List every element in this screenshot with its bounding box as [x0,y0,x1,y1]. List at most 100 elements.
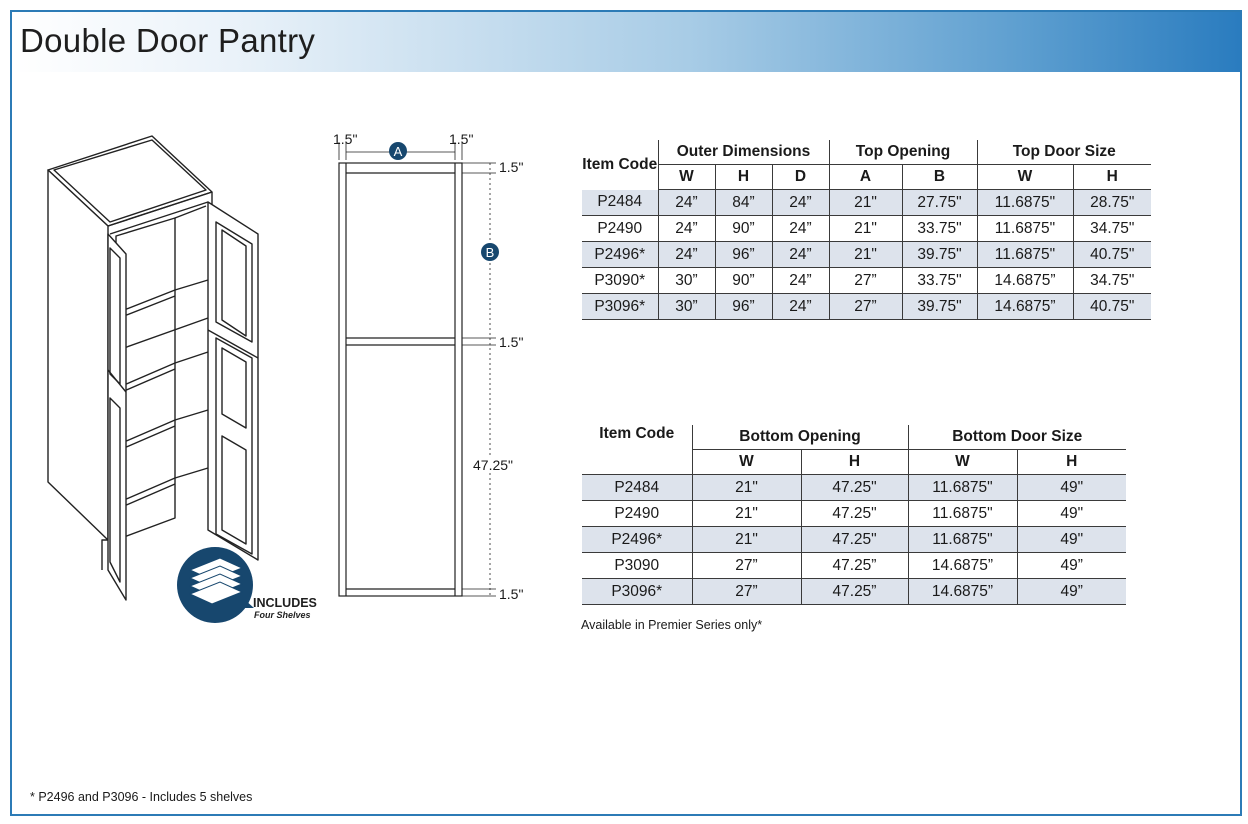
table-row: P2484 24” 84” 24” 21" 27.75" 11.6875" 28… [582,189,1151,216]
cell: P2484 [582,474,692,501]
dim-mid-rail: 1.5" [499,334,524,350]
subcol-door-h: H [1072,164,1151,190]
cell: P2496* [582,526,692,553]
cell: 34.75" [1072,215,1151,242]
cell: 47.25" [800,526,908,553]
table-row: P3096* 30” 96” 24” 27” 39.75" 14.6875” 4… [582,293,1151,320]
cell: 21" [691,526,801,553]
col-top-opening: Top Opening [828,140,977,165]
cell: 30” [657,267,715,294]
subcol-w: W [691,449,801,475]
col-item-code: Item Code [599,425,675,442]
cell: 39.75" [901,293,977,320]
col-item-code: Item Code [582,155,658,173]
cell: 14.6875” [907,552,1017,579]
footnote: * P2496 and P3096 - Includes 5 shelves [30,790,253,804]
cell: 47.25” [800,578,908,605]
cell: 21" [828,241,902,268]
cell: P2484 [582,189,658,216]
cell: 11.6875" [976,215,1073,242]
top-dimensions-table: Item Code Outer Dimensions Top Opening T… [582,140,1151,320]
cell: 24” [771,215,829,242]
table-row: P2490 24” 90” 24” 21" 33.75" 11.6875" 34… [582,215,1151,242]
availability-note: Available in Premier Series only* [581,618,763,632]
table-row: P3096* 27” 47.25” 14.6875” 49” [582,578,1126,605]
cell: 96” [714,293,772,320]
cell: 24” [657,189,715,216]
cell: 27” [828,293,902,320]
cell: 33.75" [901,215,977,242]
subcol-door-w: W [907,449,1017,475]
dim-top-rail: 1.5" [499,159,524,175]
cell: 21" [691,474,801,501]
table-row: P2484 21" 47.25" 11.6875" 49" [582,474,1126,501]
cell: 49" [1016,500,1126,527]
cell: 27” [691,552,801,579]
cell: 14.6875” [976,293,1073,320]
cell: 27” [691,578,801,605]
cell: 27.75" [901,189,977,216]
cell: P3096* [582,578,692,605]
cell: 14.6875” [907,578,1017,605]
table-row: P3090* 30” 90” 24” 27” 33.75" 14.6875” 3… [582,267,1151,294]
cell: 24” [657,241,715,268]
cell: 49” [1016,578,1126,605]
cell: 47.25” [800,552,908,579]
cell: 47.25" [800,474,908,501]
cell: 27” [828,267,902,294]
cell: 14.6875” [976,267,1073,294]
page-frame [10,10,1242,816]
subcol-b: B [901,164,977,190]
title-bar [12,12,1240,72]
cell: 24” [771,189,829,216]
svg-text:B: B [486,245,495,260]
page-title: Double Door Pantry [20,22,316,59]
dim-left-top: 1.5" [333,131,358,147]
subcol-door-h: H [1016,449,1126,475]
svg-text:A: A [394,144,403,159]
cell: 11.6875" [976,241,1073,268]
cell: 47.25" [800,500,908,527]
elevation-diagram: A B [338,142,499,597]
cell: 49" [1016,474,1126,501]
cell: 21" [828,215,902,242]
includes-label: INCLUDES [253,596,317,610]
marker-b-icon: B [481,243,499,261]
cell: P3090 [582,552,692,579]
cell: P2490 [582,500,692,527]
cell: 30” [657,293,715,320]
table-row: P3090 27” 47.25” 14.6875” 49” [582,552,1126,579]
table-row: P2490 21" 47.25" 11.6875" 49" [582,500,1126,527]
cell: 21" [828,189,902,216]
subcol-door-w: W [976,164,1073,190]
dim-bottom-rail: 1.5" [499,586,524,602]
cell: 96” [714,241,772,268]
cell: P3096* [582,293,658,320]
cell: P2496* [582,241,658,268]
bottom-dimensions-table: Item Code Bottom Opening Bottom Door Siz… [582,425,1126,605]
marker-a-icon: A [389,142,407,160]
cabinet-illustration [47,135,259,623]
cell: 24” [771,293,829,320]
dim-bottom-opening: 47.25" [473,457,514,473]
subcol-d: D [771,164,829,190]
cell: 49” [1016,552,1126,579]
subcol-h: H [800,449,908,475]
cell: 21" [691,500,801,527]
cell: 11.6875" [907,474,1017,501]
cell: 40.75" [1072,241,1151,268]
cell: 90” [714,267,772,294]
table-row: P2496* 24” 96” 24” 21" 39.75" 11.6875" 4… [582,241,1151,268]
dim-right-top: 1.5" [449,131,474,147]
cell: 11.6875" [907,526,1017,553]
subcol-h: H [714,164,772,190]
cell: 33.75" [901,267,977,294]
cell: 84” [714,189,772,216]
subcol-w: W [657,164,715,190]
table-row: P2496* 21" 47.25" 11.6875" 49" [582,526,1126,553]
col-bottom-opening: Bottom Opening [691,425,908,450]
cell: 11.6875" [907,500,1017,527]
col-outer-dimensions: Outer Dimensions [657,140,829,165]
shelves-badge-icon [177,547,254,623]
cell: P2490 [582,215,658,242]
